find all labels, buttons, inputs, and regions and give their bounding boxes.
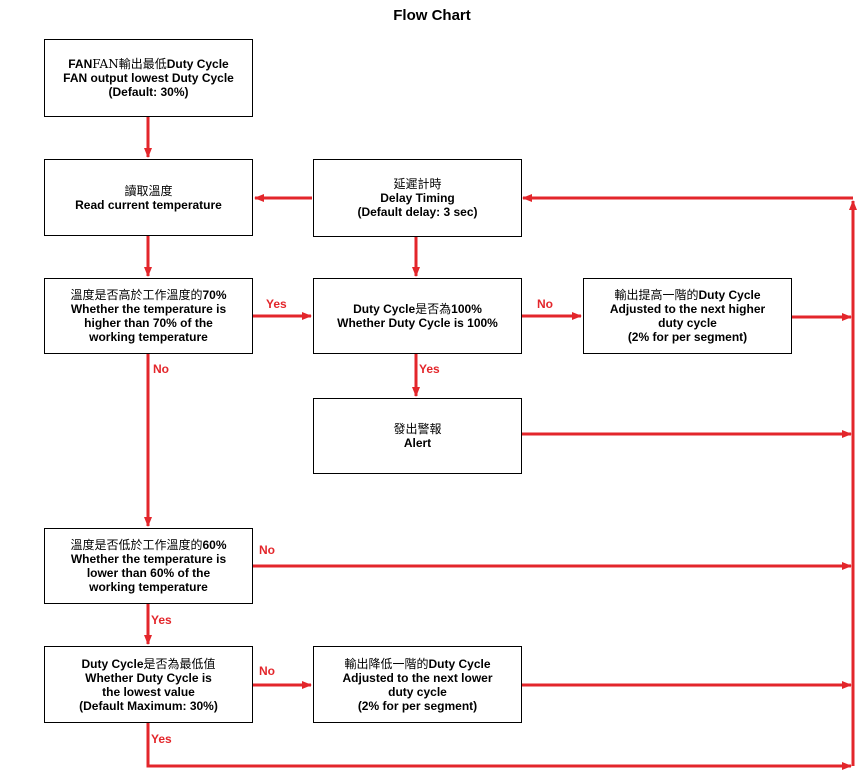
node-delay-timing: 延遲計時 Delay Timing (Default delay: 3 sec) [313,159,522,237]
node-lower-duty: 輸出降低一階的Duty Cycle Adjusted to the next l… [313,646,522,723]
edge-label-yes-high: Yes [266,297,287,311]
node-raise-duty: 輸出提高一階的Duty Cycle Adjusted to the next h… [583,278,792,354]
node-check-min-duty: Duty Cycle是否為最低值 Whether Duty Cycle is t… [44,646,253,723]
edge-label-yes-max: Yes [419,362,440,376]
node-fan-lowest-duty: FANFAN輸出最低Duty Cycle FAN output lowest D… [44,39,253,117]
node-alert: 發出警報 Alert [313,398,522,474]
edge-label-no-min: No [259,664,275,678]
node-check-high-temp: 溫度是否高於工作溫度的70% Whether the temperature i… [44,278,253,354]
node-check-low-temp: 溫度是否低於工作溫度的60% Whether the temperature i… [44,528,253,604]
edge-label-no-max: No [537,297,553,311]
arrow-min-yes-to-bus [146,723,852,770]
node-check-max-duty: Duty Cycle是否為100% Whether Duty Cycle is … [313,278,522,354]
node-read-temperature: 讀取溫度 Read current temperature [44,159,253,236]
edge-label-yes-min: Yes [151,732,172,746]
chart-title: Flow Chart [393,7,471,24]
edge-label-no-high: No [153,362,169,376]
edge-label-yes-low: Yes [151,613,172,627]
edge-label-no-low: No [259,543,275,557]
